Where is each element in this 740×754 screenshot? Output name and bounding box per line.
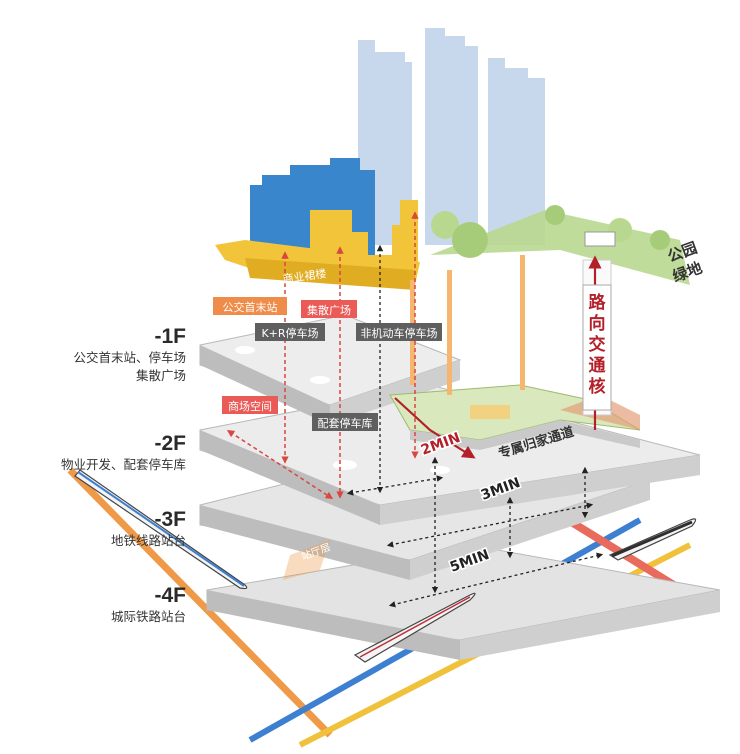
tag-mall-space: 商场空间 bbox=[222, 396, 278, 414]
tag-kr-parking: K+R停车场 bbox=[255, 323, 325, 341]
road-core-box bbox=[582, 284, 612, 411]
svg-text:非机动车停车场: 非机动车停车场 bbox=[361, 326, 438, 340]
floor-desc-line: 物业开发、配套停车库 bbox=[60, 457, 186, 472]
tag-gathering-plaza: 集散广场 bbox=[301, 300, 357, 318]
floor-code: -4F bbox=[154, 584, 187, 607]
svg-text:配套停车库: 配套停车库 bbox=[318, 416, 373, 430]
floor-desc-line: 公交首末站、停车场 bbox=[73, 350, 186, 365]
floor-label-2: -2F 物业开发、配套停车库 bbox=[10, 432, 186, 474]
floor-code: -1F bbox=[154, 325, 187, 348]
svg-text:公交首末站: 公交首末站 bbox=[223, 300, 278, 314]
vertical-arrows-black bbox=[346, 244, 604, 608]
green-ramp bbox=[389, 384, 641, 450]
svg-text:集散广场: 集散广场 bbox=[307, 303, 351, 317]
rail-line-orange bbox=[67, 467, 333, 738]
floor-code: -3F bbox=[154, 508, 187, 531]
towers bbox=[358, 28, 545, 245]
floor-desc-line: 集散广场 bbox=[135, 368, 186, 383]
floor-label-3: -3F 地铁线路站台 bbox=[10, 508, 186, 550]
floor-desc-line: 地铁线路站台 bbox=[110, 533, 186, 548]
tag-bus-terminal: 公交首末站 bbox=[213, 297, 287, 315]
road-core-label: 路向交通核 bbox=[589, 292, 607, 397]
tag-commercial-podium: 商业裙楼 bbox=[282, 266, 328, 286]
floor-label-1: -1F 公交首末站、停车场 集散广场 bbox=[10, 325, 186, 385]
park-canopy bbox=[430, 205, 690, 285]
svg-text:商场空间: 商场空间 bbox=[228, 399, 272, 413]
tag-non-motor-parking: 非机动车停车场 bbox=[356, 323, 442, 341]
floor-desc-line: 城际铁路站台 bbox=[110, 609, 186, 624]
train-left bbox=[74, 469, 248, 590]
svg-text:K+R停车场: K+R停车场 bbox=[261, 326, 318, 340]
floor-label-4: -4F 城际铁路站台 bbox=[10, 584, 186, 626]
floor-code: -2F bbox=[154, 432, 187, 455]
train-metro bbox=[608, 518, 697, 561]
tag-support-garage: 配套停车库 bbox=[312, 413, 378, 431]
